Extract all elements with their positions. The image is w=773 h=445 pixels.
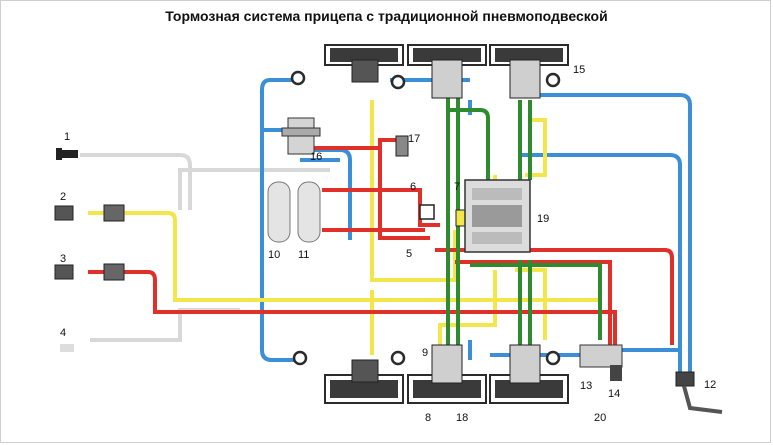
callout-2: 2 — [60, 191, 66, 203]
callout-6: 6 — [410, 181, 416, 193]
callout-19: 19 — [537, 213, 549, 225]
diagram-title: Тормозная система прицепа с традиционной… — [165, 8, 608, 24]
wheel-bottom-1 — [324, 359, 404, 404]
coupling-head-1 — [56, 148, 78, 160]
callout-14: 14 — [608, 388, 620, 400]
wheel-bottom-2 — [407, 344, 487, 404]
air-tanks — [267, 181, 321, 243]
ring-connectors — [290, 70, 561, 366]
wheel-top-3 — [489, 44, 569, 99]
wheel-bottom-3 — [489, 344, 569, 404]
callout-labels: 1 2 3 4 5 6 7 8 9 10 11 12 13 14 15 16 1… — [60, 64, 716, 424]
callout-16: 16 — [310, 151, 322, 163]
wheel-assemblies — [324, 44, 569, 404]
coupling-head-2 — [54, 205, 74, 221]
callout-18: 18 — [456, 412, 468, 424]
wheel-top-1 — [324, 44, 404, 83]
callout-3: 3 — [60, 253, 66, 265]
callout-1: 1 — [64, 131, 70, 143]
coupling-head-3 — [54, 264, 74, 280]
wheel-top-2 — [407, 44, 487, 99]
component-6 — [419, 204, 435, 220]
callout-7: 7 — [454, 181, 460, 193]
valve-17 — [395, 135, 409, 157]
callout-8: 8 — [425, 412, 431, 424]
handle-12 — [675, 371, 723, 414]
callout-12: 12 — [704, 379, 716, 391]
callout-5: 5 — [406, 248, 412, 260]
callout-17: 17 — [408, 133, 420, 145]
modulator-19 — [464, 179, 531, 253]
relay-valve-13 — [579, 344, 623, 381]
callout-13: 13 — [580, 380, 592, 392]
callout-20: 20 — [594, 412, 606, 424]
callout-4: 4 — [60, 327, 66, 339]
callout-15: 15 — [573, 64, 585, 76]
coupling-heads — [54, 148, 125, 352]
callout-9: 9 — [422, 347, 428, 359]
callout-10: 10 — [268, 249, 280, 261]
callout-11: 11 — [298, 249, 309, 261]
valve-16 — [281, 117, 321, 155]
